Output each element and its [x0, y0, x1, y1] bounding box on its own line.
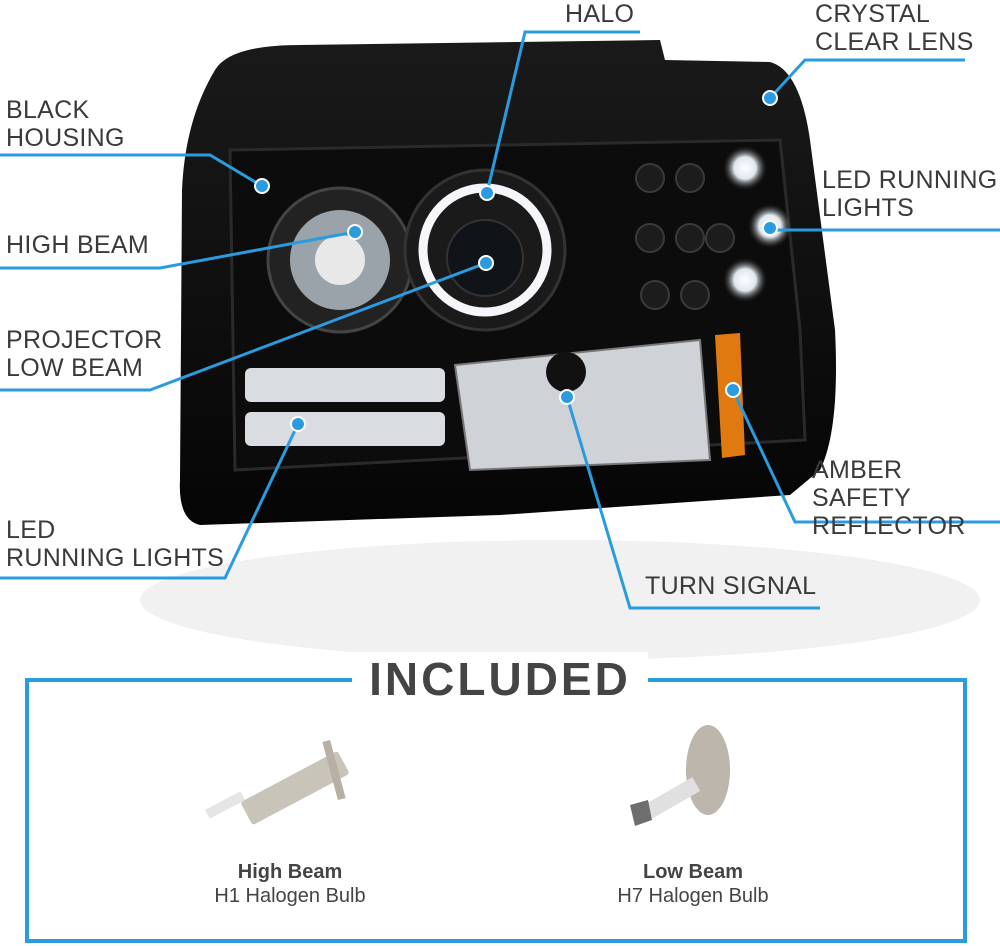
- h7-bulb-image: [630, 725, 730, 826]
- bulb-desc: H7 Halogen Bulb: [617, 885, 769, 907]
- label-high-beam: HIGH BEAM: [6, 231, 149, 259]
- bulb-caption-high-beam: High Beam H1 Halogen Bulb: [160, 860, 420, 908]
- h1-bulb-image: [204, 739, 349, 825]
- label-crystal-clear-lens: CRYSTAL CLEAR LENS: [815, 0, 974, 56]
- label-amber-safety-reflector: AMBER SAFETY REFLECTOR: [812, 456, 966, 540]
- callout-lines: [0, 30, 1000, 610]
- label-led-running-lights-right: LED RUNNING LIGHTS: [822, 166, 998, 222]
- label-halo: HALO: [565, 0, 635, 28]
- led-pods: [635, 163, 735, 310]
- high-beam-lamp: [266, 186, 414, 334]
- bulb-desc: H1 Halogen Bulb: [214, 885, 366, 907]
- label-led-running-lights-left: LED RUNNING LIGHTS: [6, 516, 225, 572]
- included-box: [25, 678, 967, 943]
- bulb-caption-low-beam: Low Beam H7 Halogen Bulb: [563, 860, 823, 908]
- callout-dots: [254, 90, 778, 432]
- included-title: INCLUDED: [352, 652, 648, 706]
- bulb-name: Low Beam: [642, 861, 744, 883]
- label-black-housing: BLACK HOUSING: [6, 96, 125, 152]
- label-turn-signal: TURN SIGNAL: [645, 572, 817, 600]
- bulb-name: High Beam: [237, 861, 343, 883]
- label-projector-low-beam: PROJECTOR LOW BEAM: [6, 326, 163, 382]
